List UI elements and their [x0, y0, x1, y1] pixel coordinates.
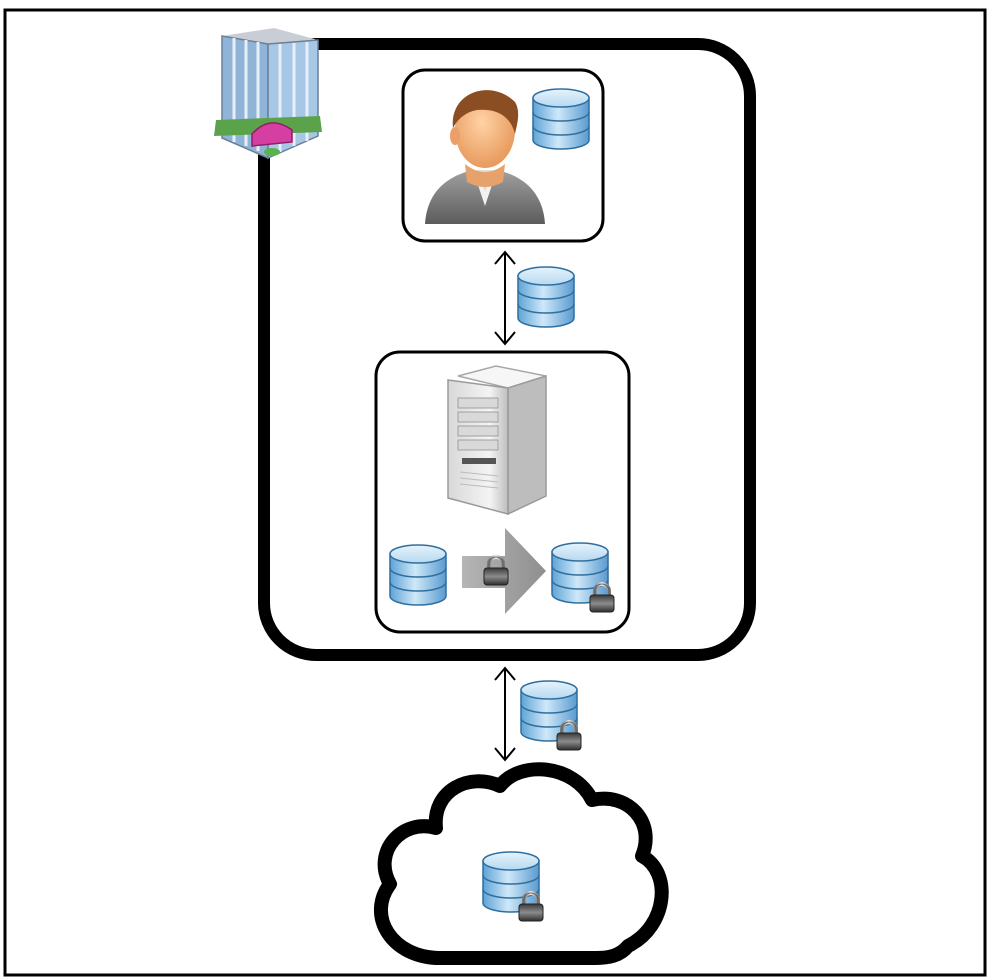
office-building-icon — [214, 28, 322, 160]
user-icon — [425, 90, 545, 224]
database-icon — [517, 266, 575, 328]
organization-boundary — [258, 38, 756, 661]
encrypted-database-icon — [520, 680, 583, 752]
bidirectional-arrow-icon — [494, 666, 516, 762]
bidirectional-arrow-icon — [494, 250, 516, 346]
server-tower-icon — [447, 365, 547, 516]
database-icon — [389, 544, 447, 606]
page-frame — [3, 8, 987, 977]
database-icon — [532, 88, 590, 150]
